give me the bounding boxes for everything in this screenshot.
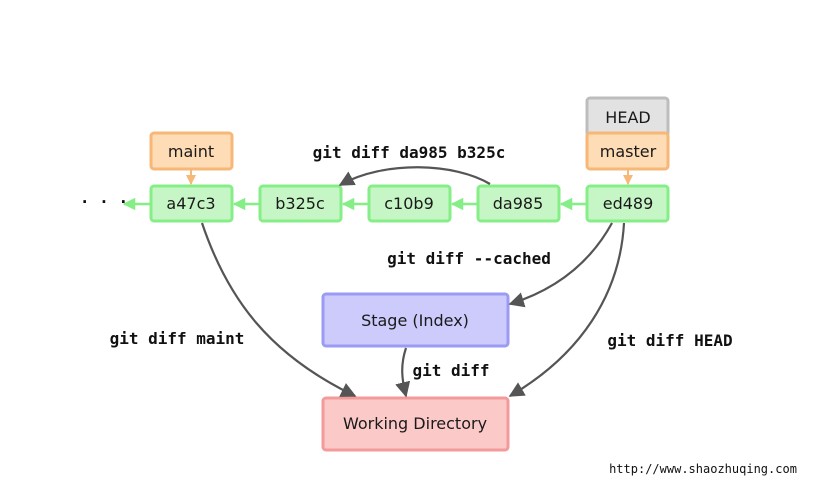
maint-branch-label: maint	[168, 142, 214, 161]
diff-commits-arrow	[338, 166, 491, 186]
diff-plain-label: git diff	[412, 361, 489, 380]
head-ref: HEAD	[585, 96, 670, 138]
commit-ed489-label: ed489	[603, 194, 654, 213]
commit-b325c-label: b325c	[275, 194, 325, 213]
history-ellipsis: · · ·	[80, 192, 128, 211]
commit-c10b9-label: c10b9	[384, 194, 434, 213]
master-branch: master	[585, 131, 670, 171]
master-branch-label: master	[600, 142, 657, 161]
commit-da985-label: da985	[493, 194, 544, 213]
commit-ed489: ed489	[585, 184, 670, 223]
diff-head-arrow	[508, 222, 626, 397]
working-directory-label: Working Directory	[343, 414, 487, 433]
diff-maint-arrow	[200, 222, 357, 397]
stage-index-box: Stage (Index)	[321, 292, 510, 348]
commit-da985: da985	[476, 184, 561, 223]
stage-index-label: Stage (Index)	[361, 311, 469, 330]
diff-cached-label: git diff --cached	[387, 249, 551, 268]
diff-maint-label: git diff maint	[110, 329, 245, 348]
diff-plain-arrow	[395, 347, 411, 398]
commit-a47c3-label: a47c3	[166, 194, 215, 213]
working-directory-box: Working Directory	[321, 396, 510, 452]
maint-branch: maint	[149, 131, 234, 171]
commit-a47c3: a47c3	[149, 184, 234, 223]
diff-commits-label: git diff da985 b325c	[313, 143, 506, 162]
commit-b325c: b325c	[258, 184, 343, 223]
commit-c10b9: c10b9	[367, 184, 452, 223]
diff-head-label: git diff HEAD	[607, 331, 732, 350]
diff-cached-arrow	[508, 222, 613, 308]
head-ref-label: HEAD	[605, 108, 650, 127]
footer-url: http://www.shaozhuqing.com	[609, 462, 797, 476]
